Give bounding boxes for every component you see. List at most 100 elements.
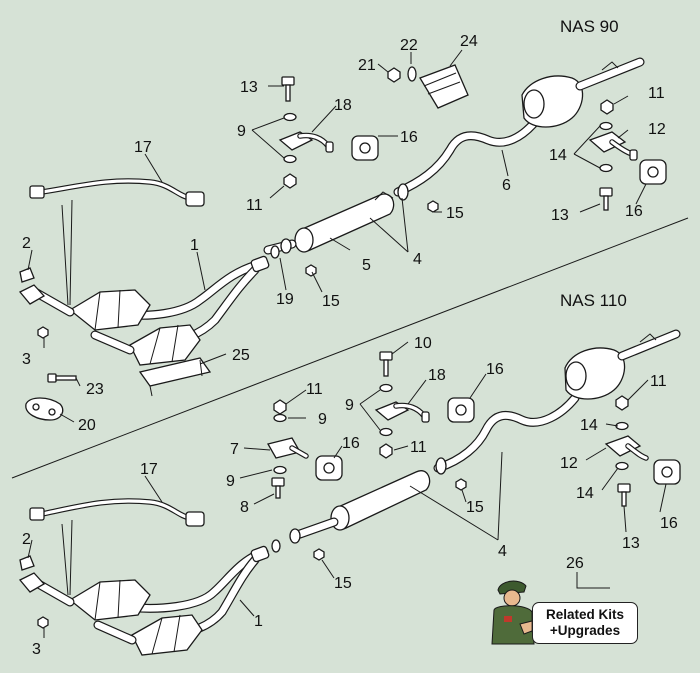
callout-9: 9: [345, 397, 354, 414]
callouts-nas90: 13 22 21 24 18 9 16 11 17 1 2 19 15 5 4 …: [22, 33, 666, 434]
nuts-lower[interactable]: [37, 395, 629, 629]
callout-3: 3: [32, 641, 41, 658]
callout-16: 16: [660, 515, 678, 532]
callout-14: 14: [549, 147, 567, 164]
related-kits-button[interactable]: Related Kits +Upgrades: [484, 572, 644, 646]
callout-16: 16: [342, 435, 360, 452]
related-kits-line2: +Upgrades: [549, 623, 621, 638]
callout-9: 9: [237, 123, 246, 140]
callout-22: 22: [400, 37, 418, 54]
nas110-system: NAS 110: [18, 291, 681, 658]
nuts-upper[interactable]: [37, 67, 614, 339]
callout-15: 15: [334, 575, 352, 592]
callout-18: 18: [334, 97, 352, 114]
stud-upper[interactable]: [47, 373, 77, 383]
nas90-system: NAS 90: [18, 17, 667, 434]
centre-silencer-lower[interactable]: [295, 470, 431, 539]
callout-21: 21: [358, 57, 376, 74]
flange-gasket-lower[interactable]: [271, 457, 447, 553]
callout-25: 25: [232, 347, 250, 364]
callout-8: 8: [240, 499, 249, 516]
leader-lines-lower: [27, 341, 667, 638]
callout-19: 19: [276, 291, 294, 308]
callout-1: 1: [190, 237, 199, 254]
bracket-lower-right[interactable]: [604, 435, 649, 461]
callout-13: 13: [240, 79, 258, 96]
bracket-upper-right[interactable]: [588, 131, 638, 161]
callout-15: 15: [466, 499, 484, 516]
catalytic-converter-2-lower[interactable]: [93, 614, 203, 656]
rubber-mount-lower-b[interactable]: [315, 455, 343, 481]
callout-18: 18: [428, 367, 446, 384]
bolt-upper-left[interactable]: [281, 76, 295, 102]
callout-20: 20: [78, 417, 96, 434]
bracket-7[interactable]: [267, 437, 309, 459]
callout-12: 12: [560, 455, 578, 472]
oxygen-sensor-upper[interactable]: [29, 178, 205, 306]
front-downpipe-lower[interactable]: [113, 545, 270, 639]
callout-6: 6: [502, 177, 511, 194]
callout-24: 24: [460, 33, 478, 50]
callout-2: 2: [22, 235, 31, 252]
rubber-mount-lower-c[interactable]: [653, 459, 681, 485]
catalytic-converter-2[interactable]: [90, 324, 201, 366]
catalytic-converter-1[interactable]: [30, 287, 151, 331]
callout-11: 11: [306, 381, 323, 398]
section-title-nas110: NAS 110: [560, 291, 627, 310]
bolts-lower[interactable]: [271, 351, 631, 507]
callout-11: 11: [410, 439, 427, 456]
washers-lower[interactable]: [273, 383, 629, 475]
callout-2: 2: [22, 531, 31, 548]
callout-17: 17: [134, 139, 152, 156]
callout-12: 12: [648, 121, 666, 138]
callout-13: 13: [551, 207, 569, 224]
heat-shield-24[interactable]: [419, 64, 469, 109]
rubber-mount-upper-right[interactable]: [639, 159, 667, 185]
callout-17: 17: [140, 461, 158, 478]
rubber-mount-lower-a[interactable]: [447, 397, 475, 423]
section-title-nas90: NAS 90: [560, 17, 619, 36]
leader-lines-upper: [27, 49, 647, 423]
callout-1: 1: [254, 613, 263, 630]
callout-4: 4: [498, 543, 507, 560]
related-kits-label-box[interactable]: Related Kits +Upgrades: [532, 602, 638, 644]
callout-7: 7: [230, 441, 239, 458]
tail-pipe-lower[interactable]: [433, 393, 580, 473]
callout-3: 3: [22, 351, 31, 368]
washers-upper[interactable]: [283, 66, 613, 173]
bracket-lower-left[interactable]: [374, 401, 430, 423]
callout-9: 9: [226, 473, 235, 490]
callout-10: 10: [414, 335, 432, 352]
callout-16: 16: [400, 129, 418, 146]
callout-11: 11: [648, 85, 665, 102]
callout-13: 13: [622, 535, 640, 552]
manifold-flange-upper[interactable]: [18, 267, 46, 305]
catalytic-converter-1-lower[interactable]: [30, 577, 151, 621]
flange-gasket-upper[interactable]: [270, 183, 409, 259]
callout-4: 4: [413, 251, 422, 268]
rubber-mount-upper-left[interactable]: [351, 135, 379, 161]
oxygen-sensor-lower[interactable]: [29, 498, 205, 596]
callout-16: 16: [486, 361, 504, 378]
callout-14: 14: [576, 485, 594, 502]
section-divider: [11, 217, 689, 479]
callouts-nas110: 10 18 16 9 11 9 7 16 11 9 8 17 2 15 4 11…: [22, 335, 678, 658]
callout-11: 11: [246, 197, 263, 214]
callout-15: 15: [446, 205, 464, 222]
bolt-upper-right[interactable]: [599, 187, 613, 211]
gasket-20[interactable]: [25, 397, 64, 421]
tail-pipe[interactable]: [393, 117, 540, 197]
callout-5: 5: [362, 257, 371, 274]
callout-11: 11: [650, 373, 667, 390]
callout-14: 14: [580, 417, 598, 434]
bracket-upper-left[interactable]: [278, 131, 334, 153]
callout-26: 26: [566, 555, 584, 572]
rear-silencer[interactable]: [521, 57, 645, 128]
rear-silencer-lower[interactable]: [564, 329, 681, 400]
heat-shield-upper[interactable]: [138, 357, 212, 397]
callout-23: 23: [86, 381, 104, 398]
related-kits-line1: Related Kits: [545, 607, 625, 622]
callout-9: 9: [318, 411, 327, 428]
manifold-flange-lower[interactable]: [18, 555, 46, 593]
